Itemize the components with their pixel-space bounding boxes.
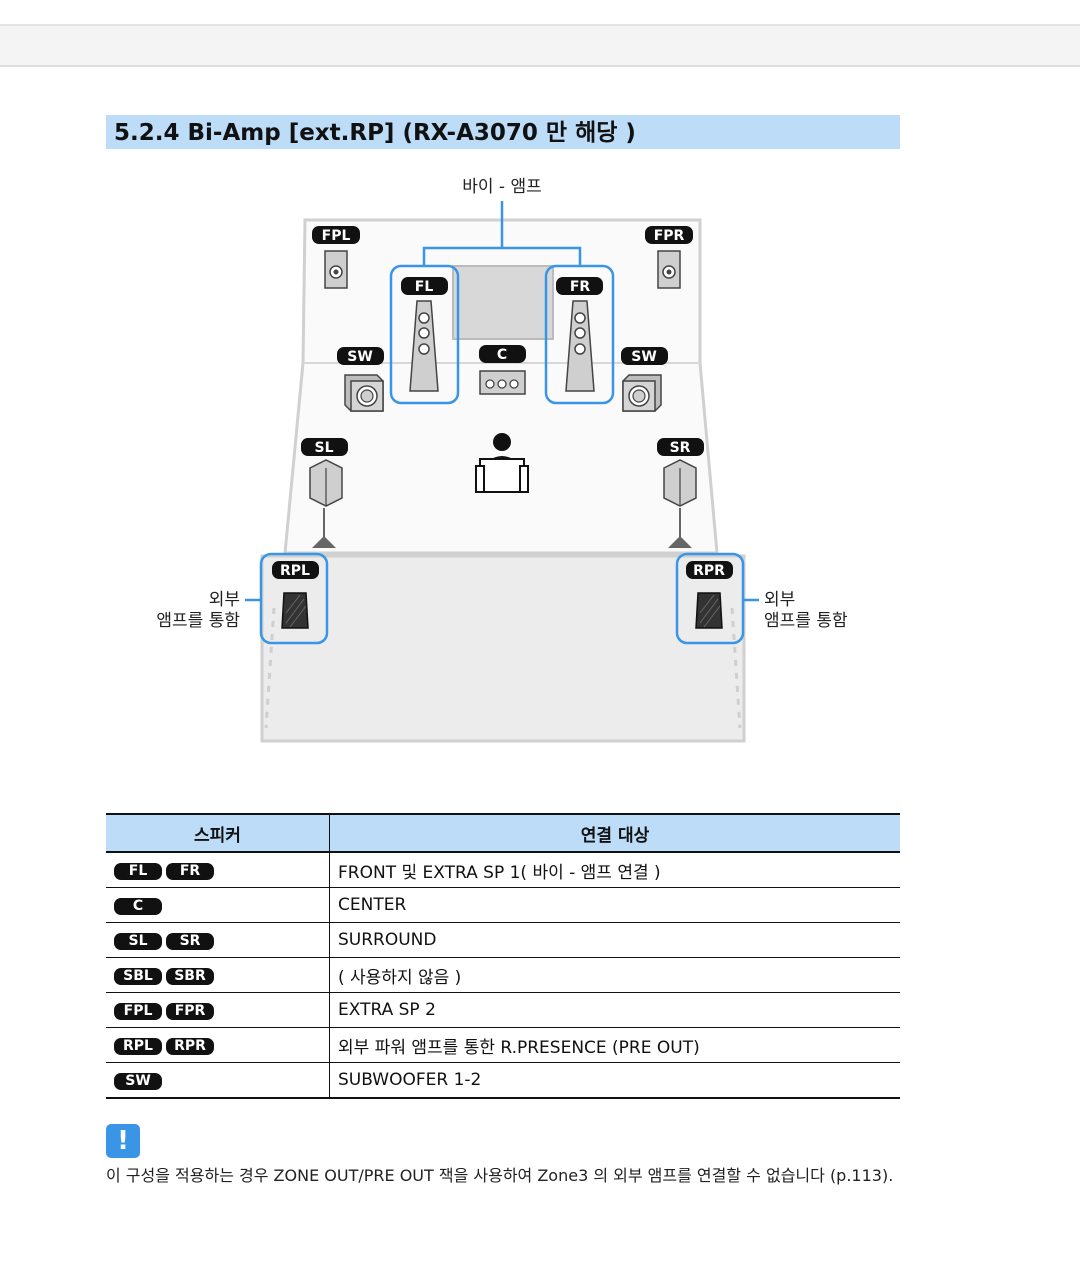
speaker-tag: SW [114, 1073, 162, 1090]
speaker-rpr: RPR [686, 561, 733, 629]
target-cell: EXTRA SP 2 [329, 992, 900, 1028]
target-cell: SUBWOOFER 1-2 [329, 1062, 900, 1099]
target-cell: SURROUND [329, 922, 900, 958]
header-target: 연결 대상 [329, 813, 900, 853]
svg-text:FPL: FPL [322, 228, 351, 244]
ext-amp-callout-left: 외부 앰프를 통함 [156, 590, 261, 631]
speaker-rpl: RPL [272, 561, 319, 629]
rpl-highlight [259, 552, 329, 645]
svg-text:FPR: FPR [654, 228, 685, 244]
rpr-highlight [675, 552, 745, 645]
speaker-center: C [479, 345, 526, 395]
speaker-tag: SBR [166, 968, 214, 985]
speaker-tag: SBL [114, 968, 162, 985]
svg-text:앰프를 통함: 앰프를 통함 [156, 611, 240, 631]
svg-text:RPL: RPL [280, 563, 310, 579]
fl-highlight [389, 264, 460, 405]
note-text: 이 구성을 적용하는 경우 ZONE OUT/PRE OUT 잭을 사용하여 Z… [106, 1166, 894, 1185]
speaker-layout-diagram: 바이 - 앰프 FPL FPR FL FR [156, 177, 848, 743]
biamp-label: 바이 - 앰프 [462, 177, 542, 197]
table-header-row: 스피커 연결 대상 [106, 813, 900, 853]
speaker-sw-left: SW [337, 347, 384, 412]
speaker-fr: FR [556, 277, 603, 392]
speaker-tag: RPL [114, 1038, 162, 1055]
ext-amp-callout-right: 외부 앰프를 통함 [743, 590, 848, 631]
svg-text:SR: SR [670, 440, 691, 456]
target-cell: ( 사용하지 않음 ) [329, 957, 900, 993]
speaker-fl: FL [401, 277, 448, 392]
listener-icon [475, 433, 529, 493]
svg-text:FR: FR [570, 279, 591, 295]
fr-highlight [544, 264, 615, 405]
svg-text:외부: 외부 [209, 590, 240, 610]
speaker-sl: SL [301, 438, 348, 548]
svg-text:RPR: RPR [693, 563, 725, 579]
svg-text:SW: SW [347, 349, 373, 365]
table-row: SW SUBWOOFER 1-2 [106, 1062, 900, 1099]
speaker-tag: FPR [166, 1003, 214, 1020]
tv-screen [452, 265, 554, 340]
speaker-tag: FR [166, 863, 214, 880]
target-cell: FRONT 및 EXTRA SP 1( 바이 - 앰프 연결 ) [329, 852, 900, 888]
speaker-cell: SW [106, 1062, 330, 1099]
top-bar [0, 24, 1080, 67]
svg-text:FL: FL [415, 279, 434, 295]
speaker-tag: SR [166, 933, 214, 950]
speaker-fpl: FPL [312, 226, 360, 289]
biamp-bracket [422, 201, 582, 266]
header-speaker: 스피커 [106, 813, 330, 853]
speaker-tag: RPR [166, 1038, 214, 1055]
target-cell: 외부 파워 앰프를 통한 R.PRESENCE (PRE OUT) [329, 1027, 900, 1063]
speaker-tag: C [114, 898, 162, 915]
svg-text:SL: SL [314, 440, 333, 456]
svg-text:앰프를 통함: 앰프를 통함 [764, 611, 848, 631]
table-row: C CENTER [106, 887, 900, 923]
speaker-sr: SR [657, 438, 704, 548]
speaker-tag: FL [114, 863, 162, 880]
speaker-tag: FPL [114, 1003, 162, 1020]
warning-icon: ! [106, 1124, 140, 1158]
speaker-fpr: FPR [645, 226, 693, 289]
target-cell: CENTER [329, 887, 900, 923]
speaker-tag: SL [114, 933, 162, 950]
section-heading: 5.2.4 Bi-Amp [ext.RP] (RX-A3070 만 해당 ) [106, 115, 900, 149]
svg-text:SW: SW [631, 349, 657, 365]
svg-text:외부: 외부 [764, 590, 795, 610]
speaker-cell: C [106, 887, 330, 923]
speaker-sw-right: SW [621, 347, 668, 412]
svg-text:C: C [497, 347, 507, 363]
